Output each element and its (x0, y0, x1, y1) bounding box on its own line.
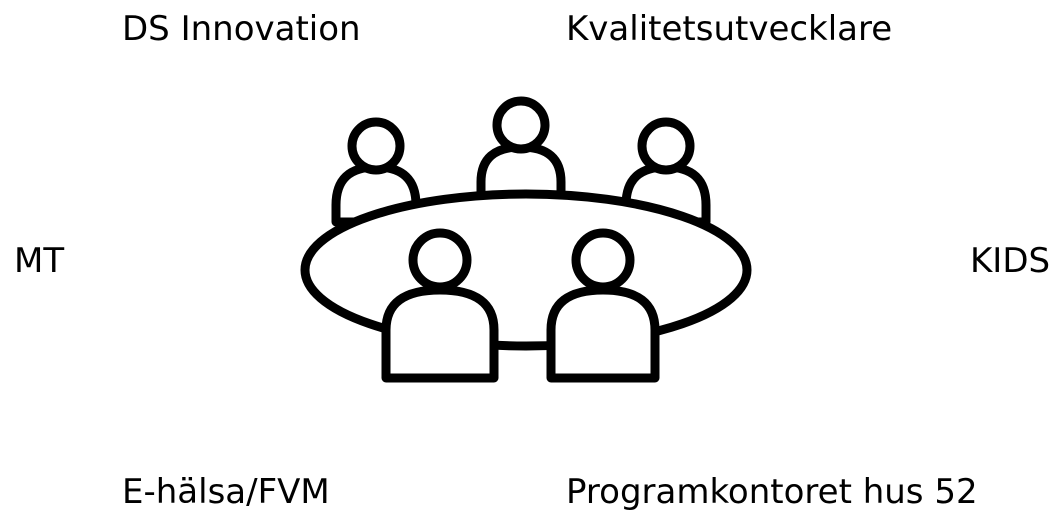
label-programkontoret-hus-52: Programkontoret hus 52 (566, 472, 978, 512)
meeting-table-icon (290, 92, 760, 392)
table-ellipse (300, 189, 752, 351)
label-e-halsa-fvm: E-hälsa/FVM (122, 472, 330, 512)
label-kids: KIDS (970, 241, 1051, 281)
person-back-center-icon (476, 96, 566, 205)
label-ds-innovation: DS Innovation (122, 9, 361, 49)
person-front-left-icon (381, 228, 499, 383)
label-kvalitetsutvecklare: Kvalitetsutvecklare (566, 9, 893, 49)
person-front-right-icon (546, 228, 660, 383)
person-back-left-icon (331, 117, 421, 227)
label-mt: MT (14, 241, 65, 281)
